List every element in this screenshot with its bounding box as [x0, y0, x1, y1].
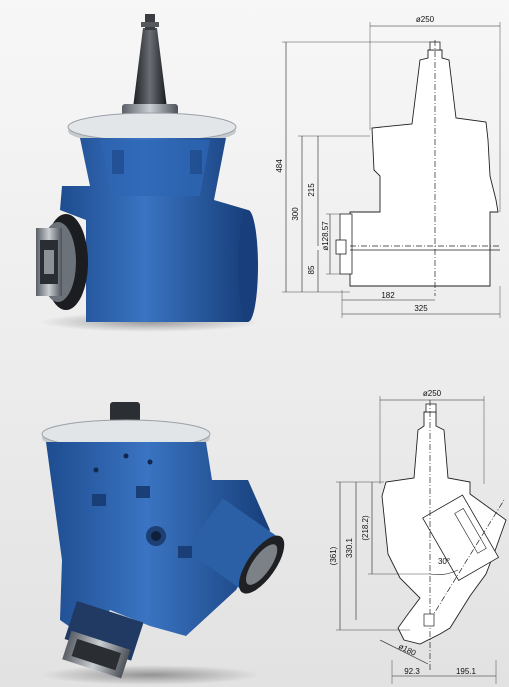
bottom-top-width-label: ø250 — [423, 389, 442, 398]
offset-width-label: 182 — [381, 291, 395, 300]
flange-diameter-label-bottom: ø180 — [397, 642, 418, 658]
right-offset-label: 195.1 — [456, 667, 477, 676]
left-offset-label: 92.3 — [404, 667, 420, 676]
overall-height-label-bottom: (361) — [329, 546, 338, 565]
overall-width-label: 325 — [414, 304, 428, 313]
body-height-label-bottom: 330.1 — [345, 537, 354, 558]
body-height-label: 300 — [291, 207, 300, 221]
angle-label: 30° — [438, 557, 450, 566]
flange-diameter-label: ø128.57 — [321, 221, 330, 251]
upper-body-label-bottom: (218.2) — [361, 515, 370, 541]
base-to-axis-label: 85 — [307, 265, 316, 274]
top-width-label: ø250 — [416, 15, 435, 24]
upper-body-label: 215 — [307, 183, 316, 197]
overall-height-label: 484 — [275, 159, 284, 173]
